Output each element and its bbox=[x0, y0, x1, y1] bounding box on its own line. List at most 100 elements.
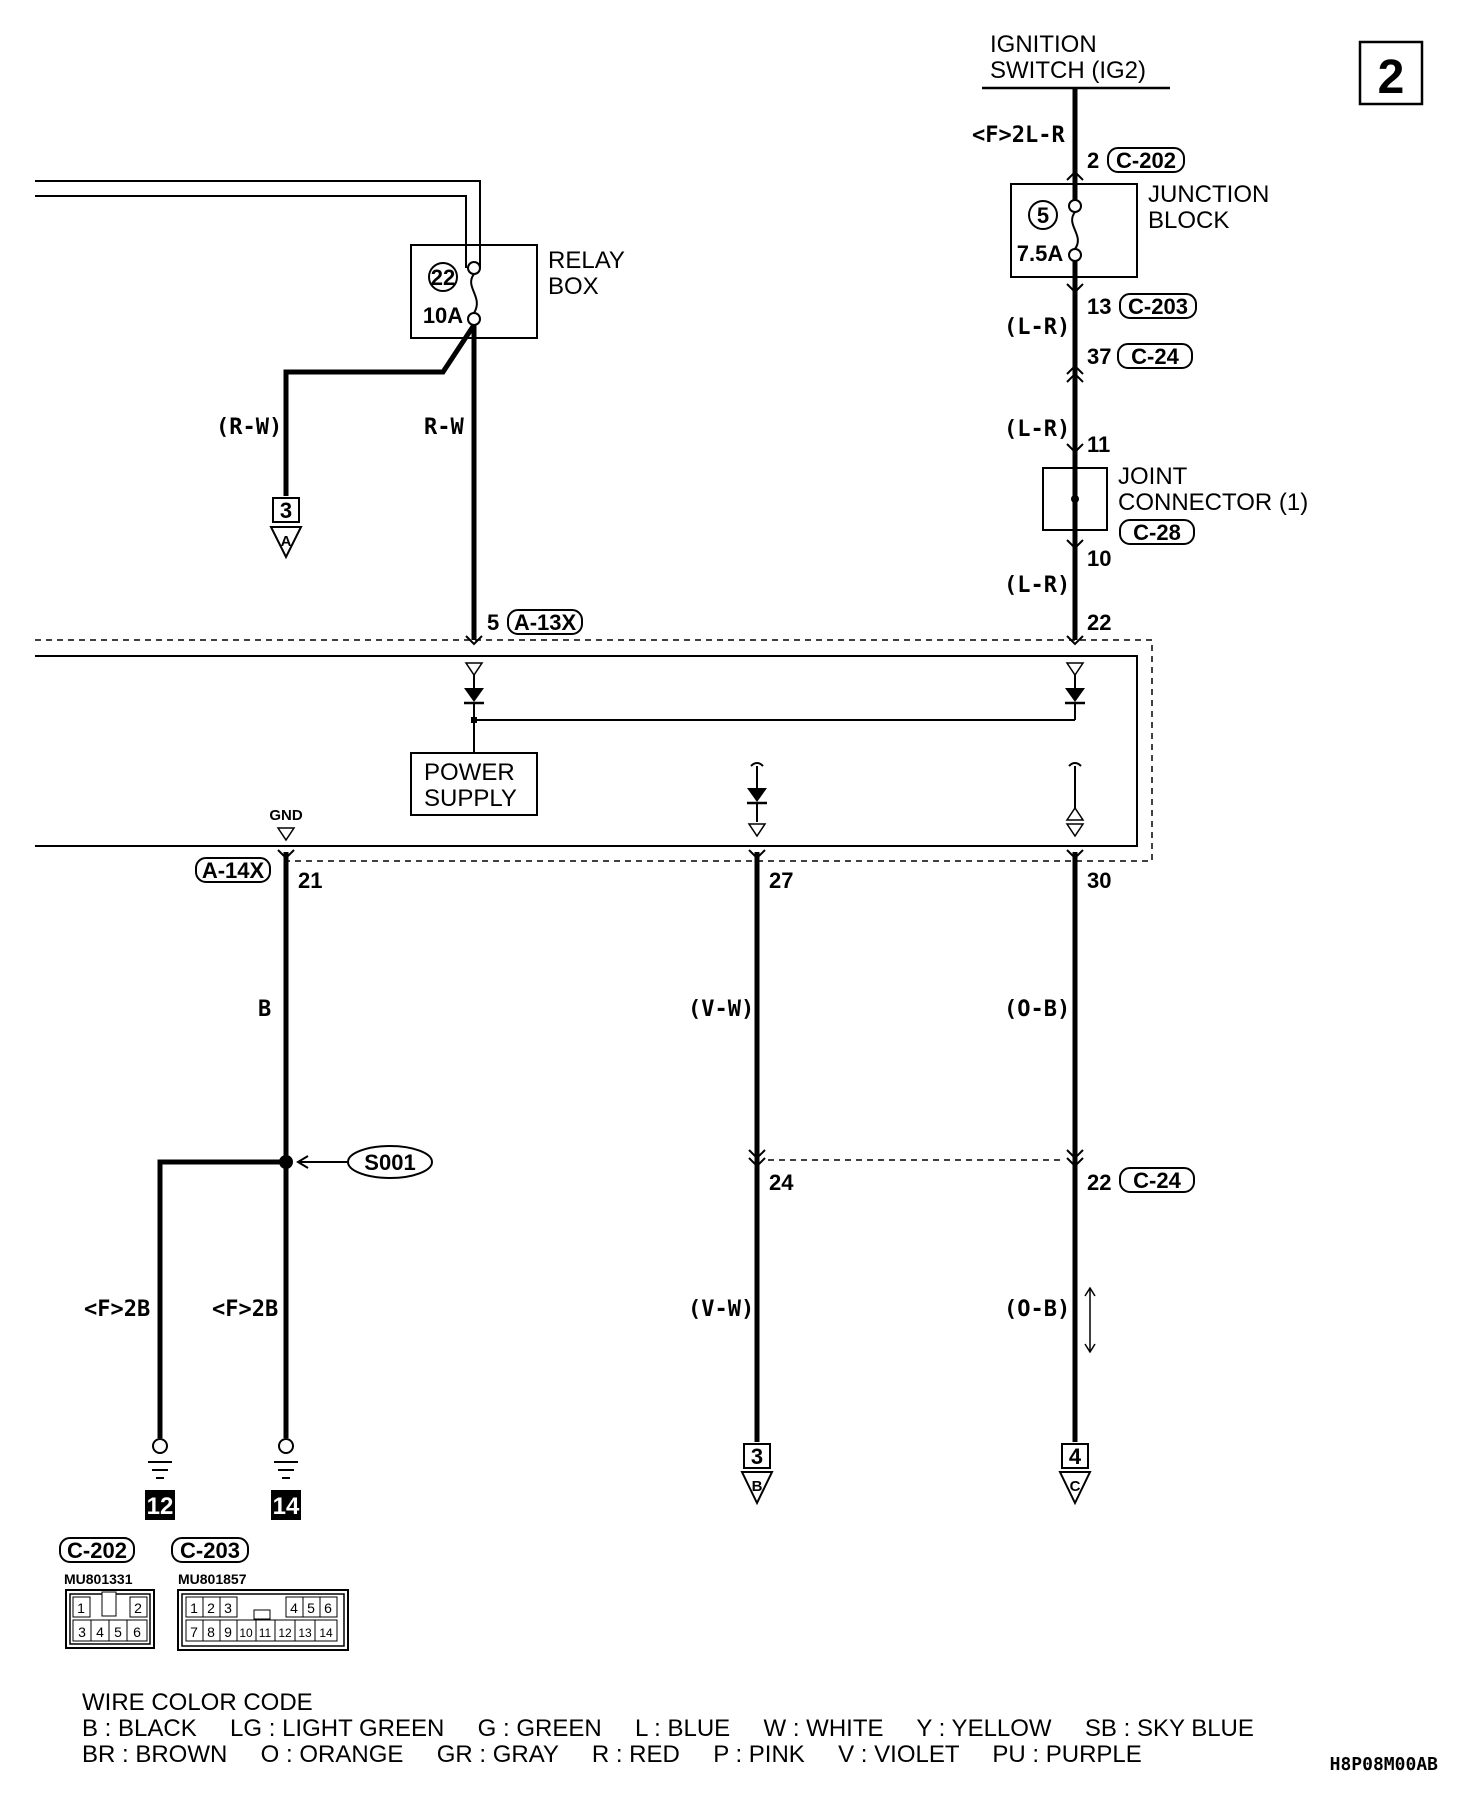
offpage-connector-a: 3 A bbox=[269, 497, 303, 560]
figure-code: H8P08M00AB bbox=[1330, 1754, 1439, 1775]
wire-label-rw-1: (R-W) bbox=[216, 415, 282, 440]
pin-10: 10 bbox=[1087, 546, 1111, 571]
pin-37: 37 bbox=[1087, 344, 1111, 369]
connector-c202-tag: C-202 bbox=[1107, 147, 1185, 173]
wire-label-ob-1: (O-B) bbox=[1004, 997, 1070, 1022]
svg-text:BR : BROWN O : ORANGE: BR : BROWN O : ORANGE GR : GRAY R : RED … bbox=[82, 1741, 1142, 1768]
svg-text:13: 13 bbox=[298, 1626, 312, 1640]
svg-text:SUPPLY: SUPPLY bbox=[424, 785, 517, 812]
svg-text:1: 1 bbox=[190, 1600, 198, 1616]
svg-text:SWITCH (IG2): SWITCH (IG2) bbox=[990, 57, 1146, 84]
pin-24: 24 bbox=[769, 1170, 794, 1195]
svg-text:MU801331: MU801331 bbox=[64, 1571, 133, 1587]
gnd-label: GND bbox=[269, 807, 303, 824]
svg-text:3: 3 bbox=[280, 498, 292, 523]
svg-text:10A: 10A bbox=[423, 303, 463, 328]
svg-text:JOINT: JOINT bbox=[1118, 463, 1188, 490]
pin-2: 2 bbox=[1087, 148, 1099, 173]
svg-text:C-203: C-203 bbox=[180, 1538, 240, 1563]
svg-text:BOX: BOX bbox=[548, 273, 599, 300]
svg-text:3: 3 bbox=[751, 1444, 763, 1469]
relay-feed-wires bbox=[35, 180, 481, 268]
ecu-outline bbox=[35, 639, 1153, 862]
connector-a14x-tag: A-14X bbox=[195, 857, 271, 883]
svg-text:12: 12 bbox=[147, 1493, 174, 1520]
ob-wire bbox=[1066, 849, 1084, 1442]
svg-text:7: 7 bbox=[190, 1624, 198, 1640]
svg-text:11: 11 bbox=[259, 1626, 272, 1640]
svg-text:8: 8 bbox=[207, 1624, 215, 1640]
connector-view-c203: C-203 MU801857 1 2 3 4 5 6 7 8 9 10 11 1… bbox=[171, 1537, 349, 1651]
ignition-wire-path bbox=[1066, 88, 1084, 646]
ground-wire bbox=[157, 849, 295, 1438]
svg-text:B: B bbox=[752, 1478, 763, 1495]
pin-11: 11 bbox=[1087, 432, 1110, 457]
offpage-connector-b: 3 B bbox=[740, 1443, 774, 1506]
ground-symbol-14: 14 bbox=[271, 1438, 301, 1520]
svg-text:4: 4 bbox=[290, 1600, 298, 1616]
svg-text:CONNECTOR (1): CONNECTOR (1) bbox=[1118, 489, 1308, 516]
junction-block: 5 7.5A JUNCTION BLOCK bbox=[1010, 165, 1269, 278]
pin-21: 21 bbox=[298, 868, 322, 893]
svg-text:S001: S001 bbox=[364, 1150, 415, 1175]
svg-text:JUNCTION: JUNCTION bbox=[1148, 181, 1269, 208]
svg-text:C-28: C-28 bbox=[1133, 520, 1181, 545]
svg-text:7.5A: 7.5A bbox=[1017, 241, 1064, 266]
svg-text:2: 2 bbox=[134, 1600, 142, 1616]
pin-5: 5 bbox=[487, 610, 499, 635]
connector-c24-tag-bottom: C-24 bbox=[1119, 1167, 1195, 1193]
svg-text:C: C bbox=[1070, 1478, 1081, 1495]
pin-22-top: 22 bbox=[1087, 610, 1111, 635]
svg-text:B : BLACK LG : LIGHT GREEN: B : BLACK LG : LIGHT GREEN G : GREEN L :… bbox=[82, 1715, 1254, 1742]
svg-text:POWER: POWER bbox=[424, 759, 515, 786]
ignition-switch: IGNITION SWITCH (IG2) bbox=[982, 31, 1170, 90]
wire-label-vw-2: (V-W) bbox=[688, 1297, 754, 1322]
wire-label-vw-1: (V-W) bbox=[688, 997, 754, 1022]
svg-text:MU801857: MU801857 bbox=[178, 1571, 247, 1587]
relay-box: 22 10A RELAY BOX bbox=[410, 244, 625, 339]
svg-text:22: 22 bbox=[431, 265, 455, 290]
connector-a13x-tag: A-13X bbox=[507, 609, 583, 635]
connector-view-c202: C-202 MU801331 1 2 3 4 5 6 bbox=[59, 1537, 155, 1649]
pin-13: 13 bbox=[1087, 294, 1111, 319]
wire-color-legend: WIRE COLOR CODE B : BLACK LG : LIGHT GRE… bbox=[82, 1689, 1254, 1768]
wire-label-ig: <F>2L-R bbox=[972, 123, 1065, 148]
svg-text:C-202: C-202 bbox=[67, 1538, 127, 1563]
svg-text:10: 10 bbox=[239, 1626, 253, 1640]
svg-text:A-13X: A-13X bbox=[514, 610, 577, 635]
page-number: 2 bbox=[1358, 40, 1424, 106]
svg-text:14: 14 bbox=[273, 1493, 300, 1520]
svg-text:C-24: C-24 bbox=[1131, 344, 1179, 369]
wire-label-lr-2: (L-R) bbox=[1004, 417, 1070, 442]
svg-text:2: 2 bbox=[1378, 51, 1405, 104]
svg-text:1: 1 bbox=[77, 1600, 85, 1616]
svg-text:A-14X: A-14X bbox=[202, 858, 265, 883]
svg-text:5: 5 bbox=[114, 1624, 122, 1640]
svg-text:RELAY: RELAY bbox=[548, 247, 625, 274]
splice-s001: S001 bbox=[296, 1145, 433, 1179]
svg-text:14: 14 bbox=[319, 1626, 333, 1640]
svg-text:3: 3 bbox=[78, 1624, 86, 1640]
double-arrow-icon bbox=[1084, 1286, 1096, 1354]
svg-text:C-202: C-202 bbox=[1116, 148, 1176, 173]
wire-label-b: B bbox=[258, 997, 271, 1022]
svg-text:5: 5 bbox=[307, 1600, 315, 1616]
joint-connector: JOINT CONNECTOR (1) C-28 bbox=[1042, 460, 1308, 545]
svg-text:12: 12 bbox=[278, 1626, 292, 1640]
svg-text:C-24: C-24 bbox=[1133, 1168, 1181, 1193]
connector-c203-tag: C-203 bbox=[1119, 293, 1197, 319]
svg-text:9: 9 bbox=[224, 1624, 232, 1640]
wire-label-ob-2: (O-B) bbox=[1004, 1297, 1070, 1322]
svg-text:6: 6 bbox=[133, 1624, 141, 1640]
power-supply-block: POWER SUPPLY bbox=[410, 752, 538, 816]
ground-symbol-12: 12 bbox=[145, 1438, 175, 1520]
svg-text:2: 2 bbox=[207, 1600, 215, 1616]
svg-text:5: 5 bbox=[1037, 203, 1049, 228]
svg-text:A: A bbox=[281, 533, 292, 550]
svg-text:6: 6 bbox=[324, 1600, 332, 1616]
offpage-connector-c: 4 C bbox=[1058, 1443, 1092, 1506]
pin-30: 30 bbox=[1087, 868, 1111, 893]
pin-27: 27 bbox=[769, 868, 793, 893]
svg-text:3: 3 bbox=[224, 1600, 232, 1616]
